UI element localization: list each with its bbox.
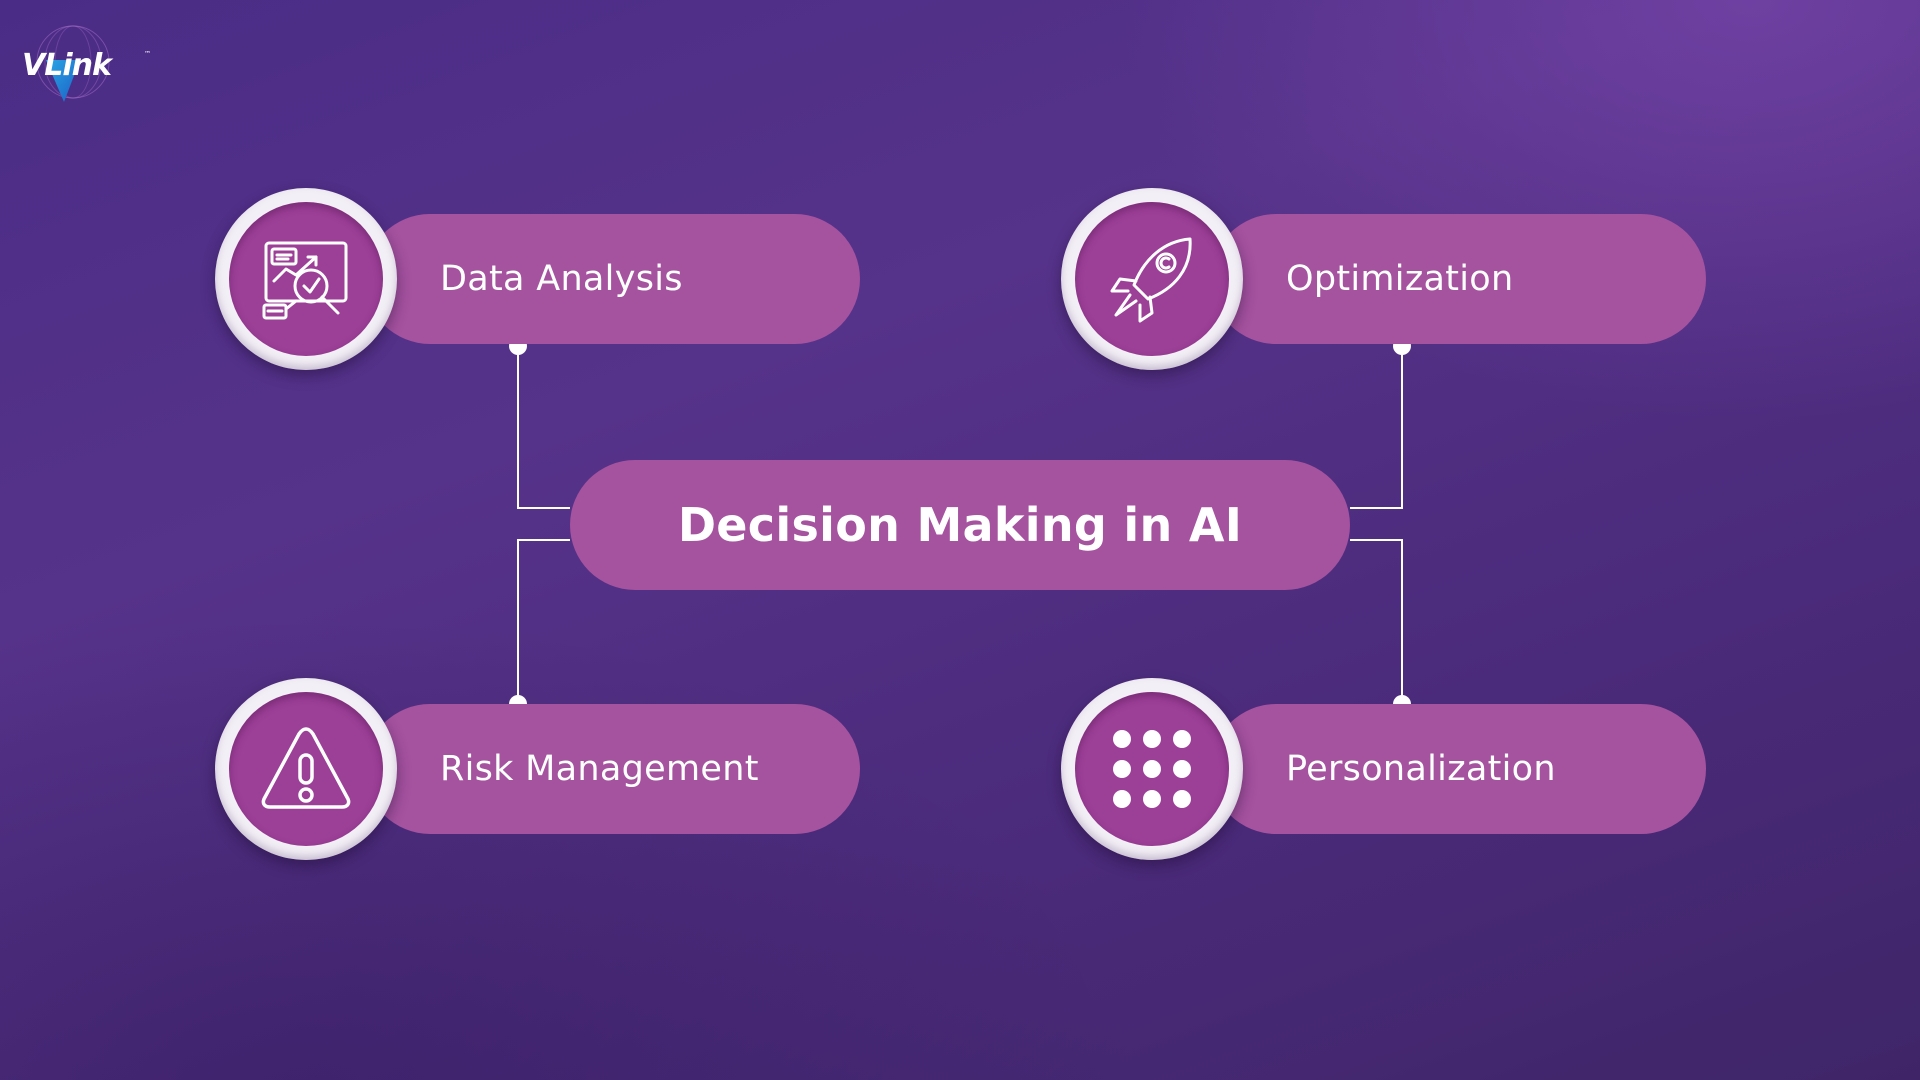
connector-personalization [1350,539,1403,704]
icon-disc [1075,692,1229,846]
data-analysis-icon [262,241,348,320]
icon-disc [1075,202,1229,356]
dots-grid-icon [1113,730,1191,808]
node-label: Data Analysis [440,259,683,299]
icon-disc [229,692,383,846]
node-data-analysis: Data Analysis [215,176,860,370]
logo-trademark: ™ [144,50,151,58]
node-risk-management: Risk Management [215,666,860,860]
node-personalization: Personalization [1061,666,1706,860]
node-label: Personalization [1286,749,1556,789]
rocket-icon [1110,237,1192,323]
center-title: Decision Making in AI [570,460,1350,590]
connector-optimization [1350,346,1403,509]
node-pill [365,704,860,834]
vlink-logo: VLink ™ [18,22,151,112]
node-pill [365,214,860,344]
icon-disc [229,202,383,356]
node-pill [1211,214,1706,344]
node-label: Risk Management [440,749,759,789]
node-pill [1211,704,1706,834]
connector-data-analysis [517,346,570,509]
node-optimization: Optimization [1061,176,1706,370]
warning-icon [261,727,351,809]
logo-globe-icon [36,25,110,102]
node-label: Optimization [1286,259,1514,299]
connector-risk-management [517,539,570,704]
logo-wordmark: VLink [22,48,112,83]
